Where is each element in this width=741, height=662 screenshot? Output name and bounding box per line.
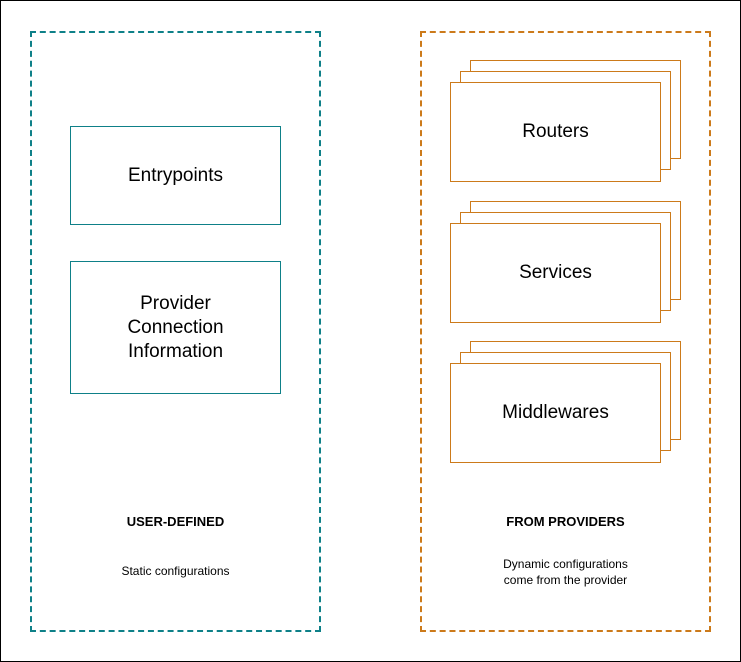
entrypoints-label: Entrypoints xyxy=(127,164,224,186)
static-config-caption: Static configurations xyxy=(30,563,321,579)
routers-label: Routers xyxy=(522,121,589,142)
dynamic-config-caption-line-2: come from the provider xyxy=(503,573,628,587)
provider-connection-info-box: Provider Connection Information xyxy=(70,261,281,394)
middlewares-box: Middlewares xyxy=(450,363,661,463)
static-config-caption-line-1: Static configurations xyxy=(121,564,230,578)
from-providers-panel xyxy=(420,31,711,632)
provider-connection-info-line-2: Connection xyxy=(127,316,224,338)
services-label: Services xyxy=(519,262,592,283)
routers-box: Routers xyxy=(450,82,661,182)
user-defined-panel xyxy=(30,31,321,632)
entrypoints-box: Entrypoints xyxy=(70,126,281,225)
dynamic-config-caption: Dynamic configurations come from the pro… xyxy=(420,556,711,588)
middlewares-label: Middlewares xyxy=(502,402,609,423)
services-box: Services xyxy=(450,223,661,323)
from-providers-heading: FROM PROVIDERS xyxy=(506,514,625,529)
provider-connection-info-line-3: Information xyxy=(127,340,224,362)
provider-connection-info-line-1: Provider xyxy=(140,292,211,314)
user-defined-heading: USER-DEFINED xyxy=(126,514,225,529)
dynamic-config-caption-line-1: Dynamic configurations xyxy=(503,557,628,571)
